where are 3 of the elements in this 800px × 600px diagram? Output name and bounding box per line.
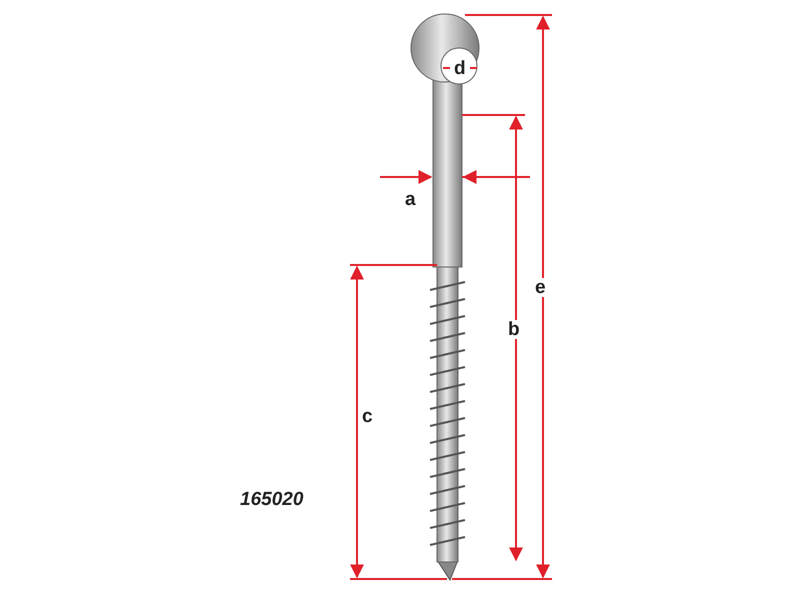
dimension-label: e xyxy=(534,278,547,297)
part-number: 165020 xyxy=(240,490,304,509)
dimension-label: b xyxy=(507,320,521,339)
